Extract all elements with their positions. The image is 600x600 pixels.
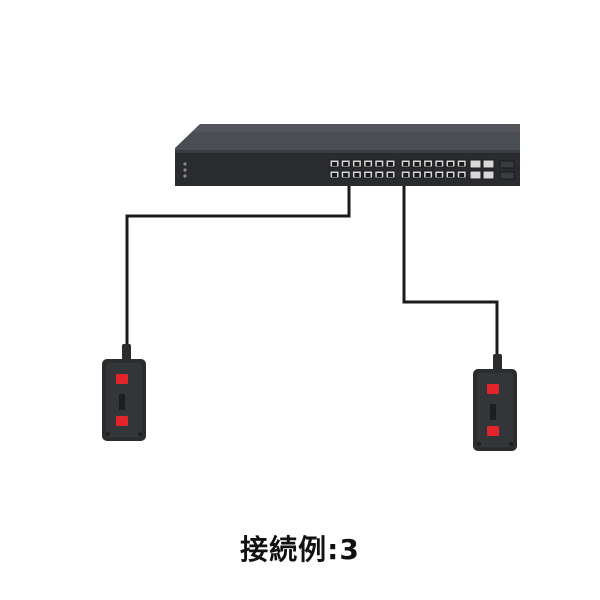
ethernet-port-socket: [343, 173, 349, 177]
uplink-port: [469, 159, 482, 169]
ethernet-port-socket: [403, 173, 409, 177]
device-button-top: [487, 384, 499, 394]
cables: [125, 186, 499, 362]
device-button-bottom: [487, 426, 499, 436]
ethernet-port-socket: [365, 162, 371, 166]
switch-front-highlight: [175, 150, 520, 153]
ethernet-port-socket: [376, 162, 382, 166]
device-screw-left: [106, 432, 110, 436]
device-screw-right: [138, 432, 142, 436]
device-button-bottom: [116, 416, 128, 426]
switch-front-panel: [175, 150, 520, 186]
device-screw-right: [509, 442, 513, 446]
ethernet-port-socket: [403, 162, 409, 166]
device-screw-left: [477, 442, 481, 446]
diagram-caption: 接続例:3: [240, 533, 360, 566]
cable-left: [125, 186, 351, 352]
ethernet-port-socket: [388, 173, 393, 177]
sfp-slot: [499, 160, 515, 169]
device-connector: [493, 354, 502, 372]
ethernet-port-socket: [354, 162, 360, 166]
ethernet-port-socket: [448, 173, 453, 177]
network-switch: [175, 124, 520, 186]
ethernet-port-socket: [425, 162, 431, 166]
uplink-port: [469, 170, 482, 180]
switch-uplink-ports: [469, 159, 515, 180]
switch-top-shade: [192, 124, 520, 132]
poe-device-left: [102, 344, 146, 441]
ethernet-port-socket: [448, 162, 453, 166]
ethernet-port-socket: [365, 173, 371, 177]
device-connector: [122, 344, 131, 362]
device-button-top: [116, 374, 128, 384]
ethernet-port-socket: [425, 173, 431, 177]
sfp-slot: [499, 171, 515, 180]
switch-ports: [329, 159, 467, 179]
cable-right: [402, 186, 499, 362]
ethernet-port-socket: [414, 173, 420, 177]
ethernet-port-socket: [354, 173, 360, 177]
ethernet-port-socket: [459, 173, 465, 177]
uplink-port: [482, 170, 495, 180]
ethernet-port-socket: [414, 162, 420, 166]
ethernet-port-socket: [343, 162, 349, 166]
ethernet-port-socket: [436, 162, 442, 166]
status-leds: [183, 162, 187, 178]
ethernet-port-socket: [388, 162, 393, 166]
ethernet-port-socket: [376, 173, 382, 177]
poe-device-right: [473, 354, 517, 451]
ethernet-port-socket: [436, 173, 442, 177]
ethernet-port-socket: [332, 162, 337, 166]
uplink-port: [482, 159, 495, 169]
ethernet-port-socket: [332, 173, 337, 177]
device-center-slot: [119, 394, 125, 410]
ethernet-port-socket: [459, 162, 465, 166]
device-center-slot: [490, 404, 496, 420]
